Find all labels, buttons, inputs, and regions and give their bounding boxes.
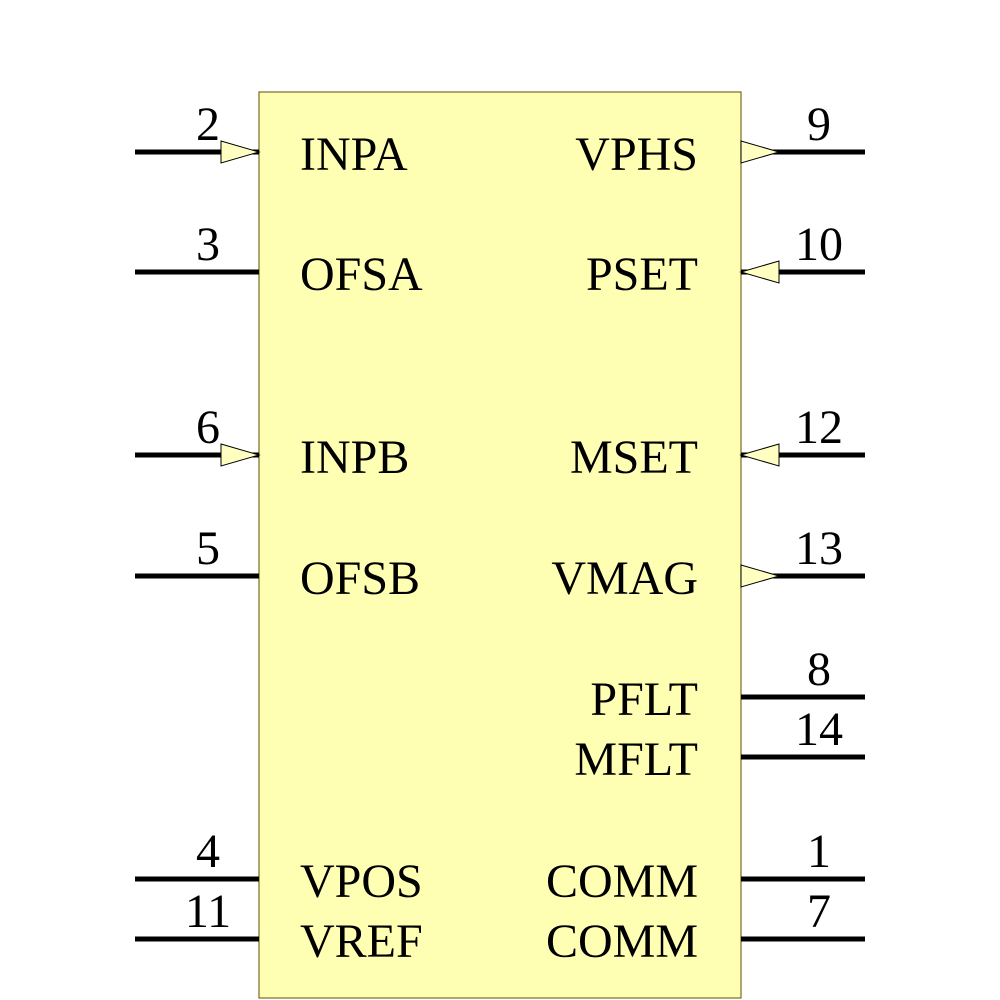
pin-group: 2INPA3OFSA6INPB5OFSB4VPOS11VREF9VPHS10PS… [135,98,865,968]
pin-number: 8 [807,643,831,696]
pin-label: INPA [300,128,408,181]
input-arrow-icon [739,443,780,467]
pin-number: 3 [196,218,220,271]
pin-number: 11 [185,885,231,938]
pin-label: OFSB [300,552,420,605]
pin-number: 12 [795,401,843,454]
pin-number: 7 [807,885,831,938]
pin-label: PFLT [590,673,698,726]
pin-number: 9 [807,98,831,151]
input-arrow-icon [220,140,261,164]
pin-label: VMAG [551,552,698,605]
output-arrow-icon [740,564,781,588]
ic-body [258,91,742,999]
pin-number: 13 [795,522,843,575]
pin-label: MFLT [574,733,698,786]
pin-number: 10 [795,218,843,271]
input-arrow-icon [220,443,261,467]
pin-number: 14 [795,703,843,756]
pin-label: OFSA [300,248,423,301]
pin-number: 1 [807,825,831,878]
pin-number: 4 [196,825,220,878]
pin-label: VPHS [575,128,698,181]
pin-label: VPOS [300,855,423,908]
output-arrow-icon [740,140,781,164]
pin-number: 5 [196,522,220,575]
pin-label: COMM [546,855,698,908]
pin-label: COMM [546,915,698,968]
input-arrow-icon [739,260,780,284]
pin-number: 2 [196,98,220,151]
pin-label: MSET [570,431,698,484]
pin-label: PSET [586,248,698,301]
pin-label: INPB [300,431,409,484]
pin-label: VREF [300,915,423,968]
pin-number: 6 [196,401,220,454]
